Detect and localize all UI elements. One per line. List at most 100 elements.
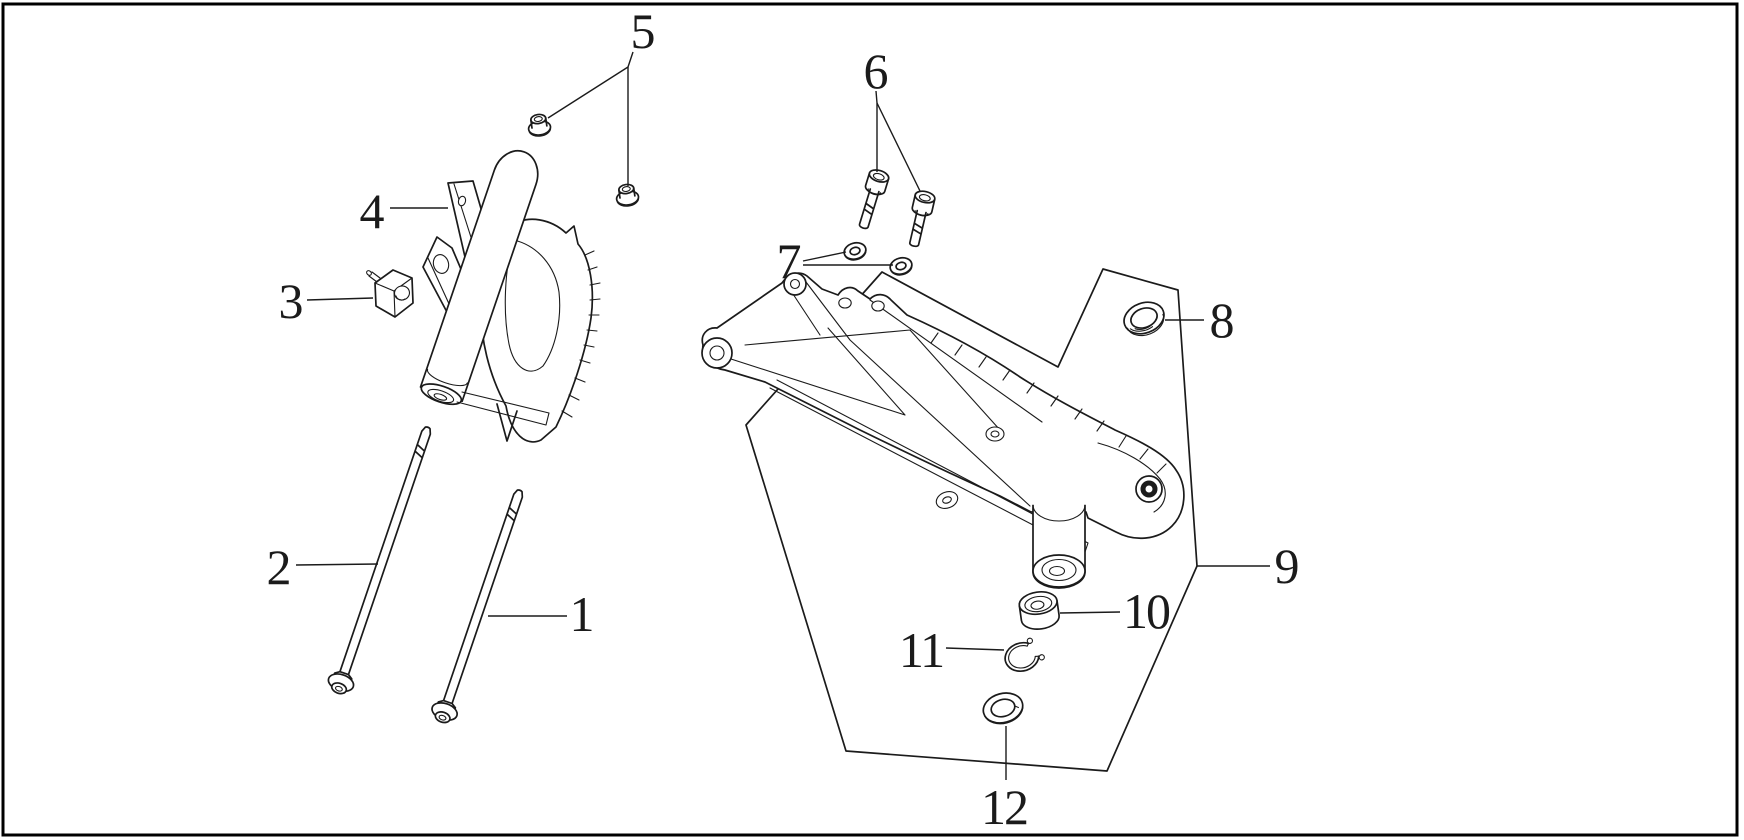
- nut-hole: [533, 116, 543, 123]
- leader-line: [295, 563, 379, 566]
- boss-hole: [838, 297, 852, 309]
- callout-4: 4: [360, 183, 448, 239]
- callout-number-9: 9: [1275, 538, 1298, 594]
- cylinder-top-rim: [1032, 504, 1086, 522]
- callout-9: 9: [1197, 538, 1300, 594]
- part-6-cap-bolt-b-drawing: [908, 190, 936, 248]
- part-7-washer-a-drawing: [843, 241, 867, 261]
- leader-line: [802, 251, 847, 262]
- right-lobe-eye: [1135, 475, 1163, 503]
- left-pivot-hole: [709, 345, 725, 361]
- washer-hole: [990, 698, 1016, 718]
- wing-plate-edge: [427, 257, 451, 307]
- washer-notch: [1014, 705, 1019, 709]
- snap-ring-eyelet: [1026, 637, 1034, 644]
- callout-8: 8: [1165, 292, 1236, 348]
- bolt-head-detail: [438, 714, 447, 721]
- right-lobe-contour: [1097, 442, 1166, 513]
- tube-body: [419, 150, 539, 403]
- seal-detail: [1126, 313, 1165, 337]
- block-stud: [368, 271, 406, 301]
- callout-number-1: 1: [570, 586, 593, 642]
- callout-number-11: 11: [899, 622, 943, 678]
- boss-hole: [871, 300, 885, 312]
- washer-outer: [982, 692, 1024, 724]
- left-pivot-eye: [701, 337, 733, 369]
- nut-hole: [621, 186, 631, 193]
- part-7-washer-b-drawing: [889, 256, 913, 276]
- bolt-head-detail: [334, 685, 343, 692]
- tube-bushing-bore: [433, 393, 448, 401]
- bolt-shaft: [339, 426, 432, 676]
- washer-hole: [849, 246, 861, 256]
- bolt-socket: [918, 194, 931, 202]
- callout-7: 7: [777, 233, 893, 289]
- leader-line: [1059, 611, 1121, 614]
- bracket-strut-lines: [730, 281, 1043, 507]
- lower-ring-hole: [942, 496, 952, 504]
- callout-number-7: 7: [777, 233, 801, 289]
- part-8-seal-drawing: [1123, 301, 1165, 337]
- tube-seam: [426, 368, 468, 387]
- mid-boss-hole: [990, 430, 1000, 438]
- part-2-long-bolt-drawing: [327, 426, 432, 695]
- seal-detail: [1129, 323, 1154, 332]
- lower-fin: [496, 403, 518, 442]
- edge-hatch-ticks: [930, 332, 1167, 474]
- part-11-snap-ring-drawing: [1004, 637, 1045, 672]
- part-5-flange-nut-b-drawing: [615, 183, 640, 207]
- bolt-shaft: [442, 489, 524, 705]
- snap-ring-eyelet: [1038, 654, 1045, 661]
- snap-ring-ends: [1026, 642, 1040, 657]
- bolt-collar: [914, 210, 929, 217]
- part-4-bracket-assembly-drawing: [419, 150, 601, 443]
- callout-2: 2: [267, 539, 379, 595]
- callout-number-10: 10: [1123, 583, 1170, 639]
- snap-ring-outer: [1004, 641, 1040, 672]
- flange-hole: [457, 195, 467, 207]
- washer-edge: [890, 264, 913, 276]
- nut-body: [530, 117, 548, 129]
- bolt-collar: [867, 188, 882, 196]
- part-9-boundary-outline: [745, 268, 1198, 772]
- bracket-silhouette: [701, 272, 1185, 540]
- bolt-head-top: [914, 190, 936, 204]
- bushing-bore: [1030, 600, 1045, 610]
- callout-5: 5: [547, 3, 657, 186]
- nut-body: [618, 187, 636, 199]
- bushing-ring: [1024, 595, 1053, 613]
- block-edges: [374, 277, 413, 318]
- washer-edge: [844, 249, 867, 261]
- callout-number-6: 6: [864, 43, 888, 99]
- shroud-inner-curve: [504, 239, 561, 372]
- cylinder-inner-ring: [1041, 558, 1077, 582]
- washer-hole: [895, 261, 907, 271]
- callout-11: 11: [899, 622, 1005, 678]
- part-1-long-bolt-drawing: [431, 489, 524, 724]
- bolt-head-end: [434, 711, 451, 724]
- callout-number-4: 4: [360, 183, 385, 239]
- leader-line: [547, 51, 634, 119]
- tube-bushing-mid: [427, 388, 455, 404]
- leader-line: [945, 647, 1005, 651]
- bolt-shaft: [858, 188, 880, 230]
- callout-number-8: 8: [1210, 292, 1234, 348]
- leader-line: [306, 297, 374, 301]
- callout-number-3: 3: [279, 273, 303, 329]
- top-pivot-eye: [783, 272, 807, 296]
- callout-3: 3: [279, 273, 374, 329]
- cylinder-bore: [1048, 565, 1066, 577]
- block-stud-tip: [366, 270, 372, 276]
- callout-number-12: 12: [981, 779, 1027, 835]
- washer-edge: [984, 705, 1024, 725]
- seal-outer: [1123, 301, 1165, 335]
- part-3-clamp-block-drawing: [366, 269, 414, 318]
- callout-number-5: 5: [631, 3, 655, 59]
- part-10-bushing-drawing: [1018, 590, 1060, 630]
- callout-10: 10: [1059, 583, 1172, 639]
- bolt-head-end: [330, 682, 348, 695]
- snap-ring-inner: [1008, 645, 1036, 669]
